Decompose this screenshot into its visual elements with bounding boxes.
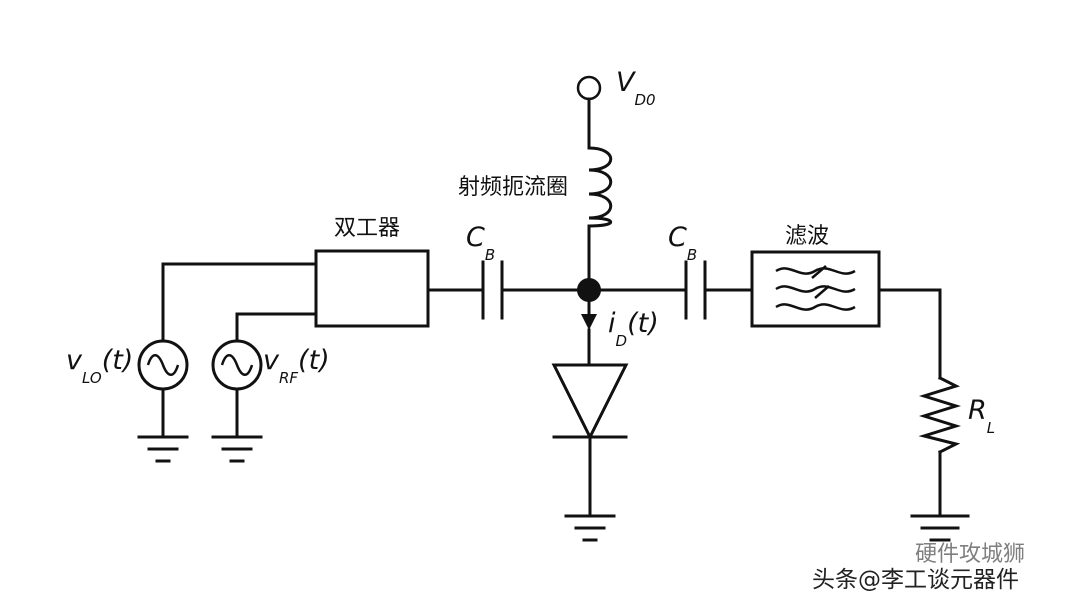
cb-right-label-sub: B: [686, 246, 698, 264]
load-resistor: [918, 375, 962, 455]
cb-left-label: CB: [466, 222, 495, 263]
cb-left-label-main: C: [466, 222, 485, 253]
lo-sine-icon: [146, 354, 180, 376]
vlo-label-main: v: [66, 345, 82, 376]
filter-wave-icon-1: [775, 267, 856, 275]
current-label-sub: D: [615, 332, 628, 350]
rl-label-main: R: [968, 395, 987, 426]
cb-right-label-main: C: [668, 222, 687, 253]
vrf-label-sub: RF: [278, 369, 299, 387]
vdo-label-sub: D0: [634, 91, 656, 109]
vlo-label: vLO(t): [66, 345, 134, 386]
cb-left-label-sub: B: [484, 246, 496, 264]
cb-right-label: CB: [668, 222, 697, 263]
vrf-label-main: v: [263, 345, 279, 376]
rf-choke-label: 射频扼流圈: [458, 175, 569, 200]
duplexer-box: [314, 249, 430, 328]
filter-slash-2: [814, 285, 830, 299]
junction-node: [577, 278, 601, 302]
rf-sine-icon: [220, 354, 254, 376]
vdo-terminal: [576, 75, 602, 101]
filter-slash-1: [811, 265, 827, 279]
vrf-label-tail: (t): [298, 345, 330, 376]
vrf-label: vRF(t): [263, 345, 330, 386]
current-label: iD(t): [608, 308, 659, 349]
duplexer-label: 双工器: [334, 216, 401, 241]
vdo-label-main: V: [616, 67, 635, 98]
watermark-account: 硬件攻城狮: [915, 542, 1026, 567]
filter-wave-icon-2: [775, 285, 856, 293]
filter-to-load-wire: [877, 288, 942, 380]
diode-triangle: [551, 363, 629, 441]
watermark-source: 头条@李工谈元器件: [812, 560, 1019, 594]
vlo-label-sub: LO: [81, 369, 102, 387]
rf-choke-inductor: [587, 146, 613, 228]
filter-label: 滤波: [785, 224, 830, 249]
rl-label-sub: L: [986, 419, 996, 437]
vdo-label: VD0: [616, 67, 656, 108]
rl-label: RL: [968, 395, 995, 436]
watermark-prefix: 头条: [812, 567, 858, 593]
current-label-tail: (t): [627, 308, 659, 339]
watermark-handle: @李工谈元器件: [858, 567, 1019, 593]
lo-wire: [161, 262, 318, 342]
filter-wave-icon-3: [775, 303, 856, 311]
current-label-main: i: [608, 308, 616, 339]
rf-wire: [235, 312, 318, 342]
current-arrow-head: [581, 314, 597, 330]
vlo-label-tail: (t): [101, 345, 134, 376]
